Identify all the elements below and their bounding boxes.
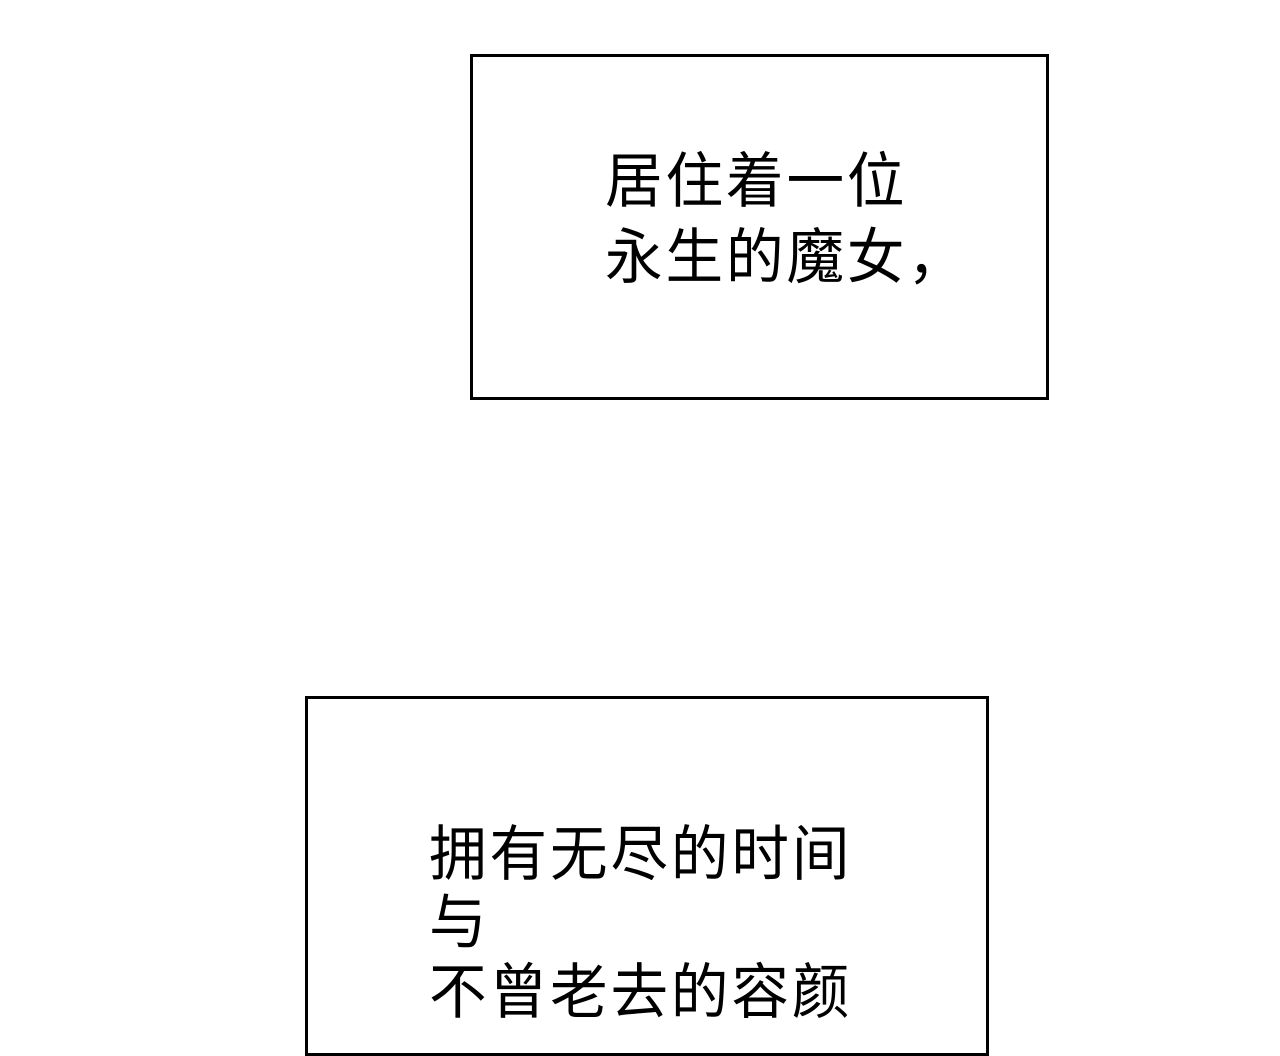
caption-2-line-2: 与	[429, 888, 490, 958]
caption-2-line-1: 拥有无尽的时间	[429, 820, 853, 890]
caption-1-line-2: 永生的魔女，	[605, 223, 968, 293]
caption-text-1: 居住着一位 永生的魔女，	[605, 144, 968, 296]
caption-2-line-3: 不曾老去的容颜	[429, 958, 853, 1028]
caption-1-line-1: 居住着一位	[605, 147, 908, 217]
caption-text-2: 拥有无尽的时间 与 不曾老去的容颜	[429, 817, 852, 1031]
caption-box-1: 居住着一位 永生的魔女，	[470, 54, 1049, 400]
caption-box-2: 拥有无尽的时间 与 不曾老去的容颜	[305, 696, 989, 1056]
